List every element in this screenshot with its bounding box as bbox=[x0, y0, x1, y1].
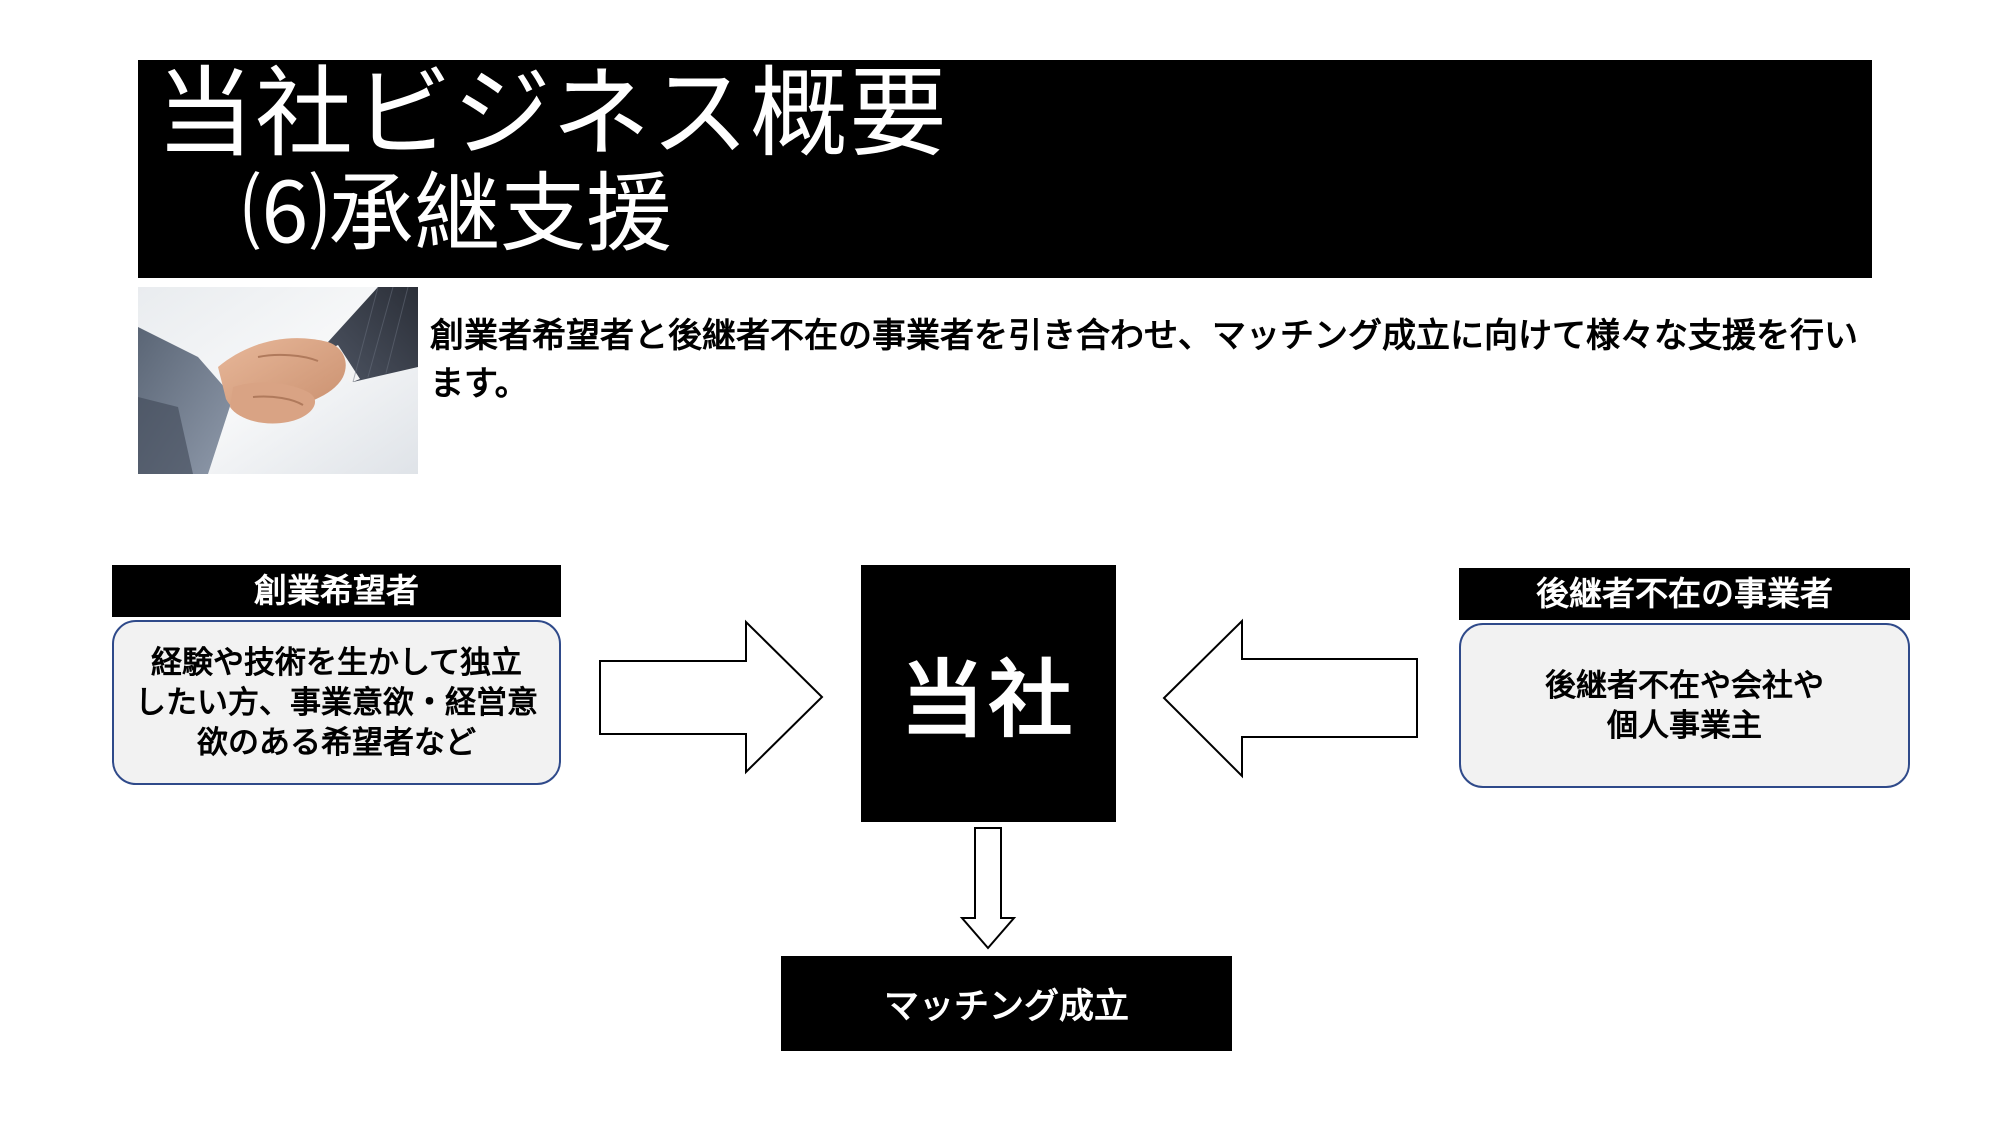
page-title: 当社ビジネス概要 bbox=[156, 60, 949, 171]
title-banner: 当社ビジネス概要 ⑹承継支援 bbox=[138, 60, 1872, 278]
right-arrow bbox=[599, 619, 824, 775]
business-owner-label: 後継者不在の事業者 bbox=[1459, 568, 1910, 620]
founder-label: 創業希望者 bbox=[112, 565, 561, 617]
left-arrow bbox=[1162, 618, 1418, 779]
handshake-photo bbox=[138, 287, 418, 474]
company-node: 当社 bbox=[861, 565, 1116, 822]
matching-result-node: マッチング成立 bbox=[781, 956, 1232, 1051]
founder-description-box: 経験や技術を生かして独立 したい方、事業意欲・経営意 欲のある希望者など bbox=[112, 620, 561, 785]
handshake-image bbox=[138, 287, 418, 474]
down-arrow bbox=[959, 827, 1017, 950]
intro-text: 創業者希望者と後継者不在の事業者を引き合わせ、マッチング成立に向けて様々な支援を… bbox=[430, 316, 1858, 404]
page-subtitle: ⑹承継支援 bbox=[242, 164, 672, 264]
business-owner-description-box: 後継者不在や会社や 個人事業主 bbox=[1459, 623, 1910, 788]
